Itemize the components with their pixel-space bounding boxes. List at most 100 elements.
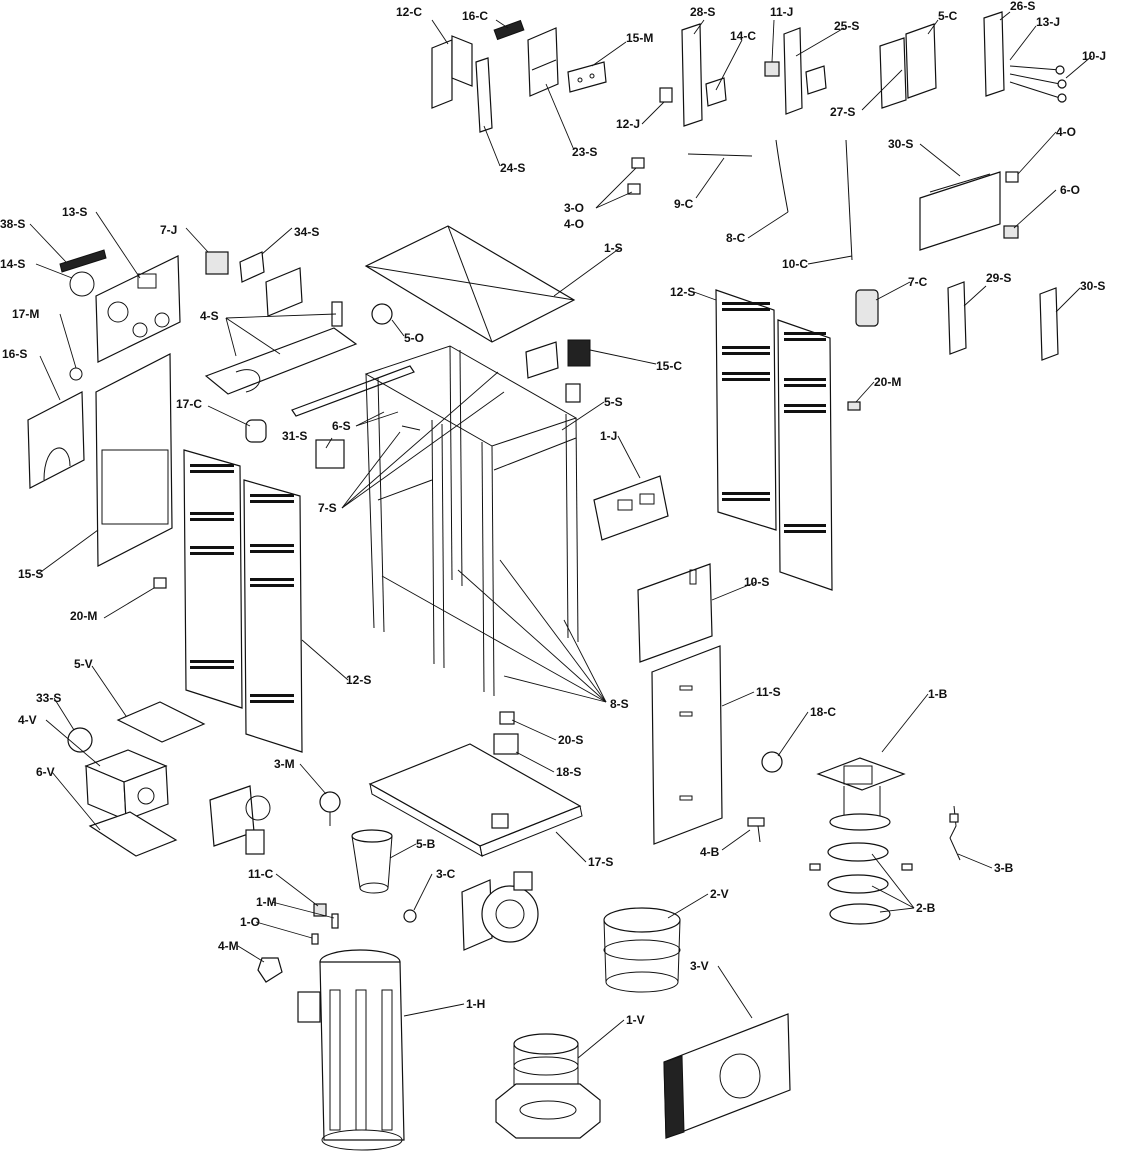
part-12-s-side-panel-right [715, 289, 833, 591]
part-13-j-harness [1009, 65, 1061, 99]
label-9-c: 9-C [674, 197, 694, 211]
label-1-j: 1-J [600, 429, 617, 443]
label-20-s: 20-S [558, 733, 583, 747]
part-4-b-fitting [747, 817, 765, 843]
part-15-c-junction [525, 339, 591, 379]
part-1-h-heat-exchanger [297, 949, 405, 1151]
label-10-c: 10-C [782, 257, 808, 271]
part-30-s-terminal-board [919, 171, 1001, 251]
label-14-c: 14-C [730, 29, 756, 43]
label-15-s: 15-S [18, 567, 43, 581]
label-12-s-left: 12-S [346, 673, 371, 687]
part-1-j-control-box [593, 475, 669, 541]
label-3-o: 3-O [564, 201, 584, 215]
label-1-s: 1-S [604, 241, 623, 255]
label-8-c: 8-C [726, 231, 746, 245]
part-lock-fitting [565, 383, 581, 403]
part-11-j-relay [764, 61, 780, 77]
label-7-j: 7-J [160, 223, 177, 237]
label-1-b: 1-B [928, 687, 948, 701]
label-5-s: 5-S [604, 395, 623, 409]
label-17-m: 17-M [12, 307, 39, 321]
label-28-s: 28-S [690, 5, 715, 19]
label-24-s: 24-S [500, 161, 525, 175]
part-7-j-transformer [205, 251, 229, 275]
label-1-h: 1-H [466, 997, 485, 1011]
part-frame-structure [364, 345, 579, 697]
part-16-s-panel [27, 391, 85, 489]
label-5-v: 5-V [74, 657, 93, 671]
label-1-o: 1-O [240, 915, 260, 929]
part-4-o-sensor [1005, 171, 1019, 183]
part-33-s-gasket [67, 727, 93, 753]
part-5-v-filter [116, 701, 206, 743]
leader-lines [29, 11, 1093, 1059]
label-1-v: 1-V [626, 1013, 645, 1027]
part-14-s-gasket [69, 271, 95, 297]
part-6-v-plate [88, 811, 178, 857]
part-1-o-fitting [311, 933, 319, 945]
label-4-m: 4-M [218, 939, 239, 953]
part-4-m-valve [257, 957, 283, 983]
label-11-s: 11-S [756, 685, 781, 699]
part-3-b-ignitor [949, 805, 961, 861]
label-33-s: 33-S [36, 691, 61, 705]
label-6-s: 6-S [332, 419, 351, 433]
label-20-m-left: 20-M [70, 609, 97, 623]
part-1-b-burner-flange [816, 757, 906, 818]
label-3-c: 3-C [436, 867, 456, 881]
part-34-s-bracket [239, 251, 303, 317]
part-11-c-sensor [313, 903, 327, 917]
part-10-c-rod [845, 139, 853, 261]
part-10-j-terminals [1055, 65, 1067, 103]
part-2-b-gaskets [809, 813, 913, 925]
part-2-v-vent-adapter [603, 907, 681, 993]
label-34-s: 34-S [294, 225, 319, 239]
part-3-v-vent-terminal [663, 1013, 791, 1139]
part-24-s-strip [475, 57, 493, 133]
label-13-j: 13-J [1036, 15, 1060, 29]
part-1-v-vent-base [495, 1033, 601, 1139]
label-6-v: 6-V [36, 765, 55, 779]
label-10-s: 10-S [744, 575, 769, 589]
label-4-o: 4-O [564, 217, 584, 231]
label-20-m-right: 20-M [874, 375, 901, 389]
part-18-c-switch [761, 751, 783, 773]
part-9-c-wire [687, 153, 753, 157]
label-31-s: 31-S [282, 429, 307, 443]
part-1-m-probe [331, 913, 339, 929]
label-25-s: 25-S [834, 19, 859, 33]
label-17-c: 17-C [176, 397, 202, 411]
label-15-c: 15-C [656, 359, 682, 373]
label-11-j: 11-J [770, 5, 793, 19]
part-17-m-gasket [69, 367, 83, 381]
label-3-b: 3-B [994, 861, 1014, 875]
label-5-o: 5-O [404, 331, 424, 345]
part-20-s-bracket [499, 711, 515, 725]
label-2-b: 2-B [916, 901, 936, 915]
part-6-o-sensor [1003, 225, 1019, 239]
part-29-s-panel [947, 281, 967, 355]
part-8-c-probe [775, 139, 789, 213]
part-28-s-panel [681, 23, 703, 127]
label-17-s: 17-S [588, 855, 613, 869]
label-27-s: 27-S [830, 105, 855, 119]
part-4-v-box [84, 749, 169, 821]
label-7-c: 7-C [908, 275, 928, 289]
label-8-s: 8-S [610, 697, 629, 711]
part-16-c-connector [493, 19, 525, 41]
label-12-c: 12-C [396, 5, 422, 19]
label-14-s: 14-S [0, 257, 25, 271]
part-13-s-front-panel [95, 255, 181, 363]
part-31-s-bracket [315, 439, 345, 469]
part-23-s-panel [527, 27, 559, 97]
part-15-s-panel [95, 353, 173, 567]
part-12-j-plug [659, 87, 673, 103]
label-30-s: 30-S [1080, 279, 1105, 293]
part-15-m-module [567, 61, 607, 93]
label-18-c: 18-C [810, 705, 836, 719]
part-20-m-clip-left [153, 577, 167, 589]
part-17-s-base-pan [368, 743, 583, 857]
label-23-s: 23-S [572, 145, 597, 159]
label-1-m: 1-M [256, 895, 277, 909]
